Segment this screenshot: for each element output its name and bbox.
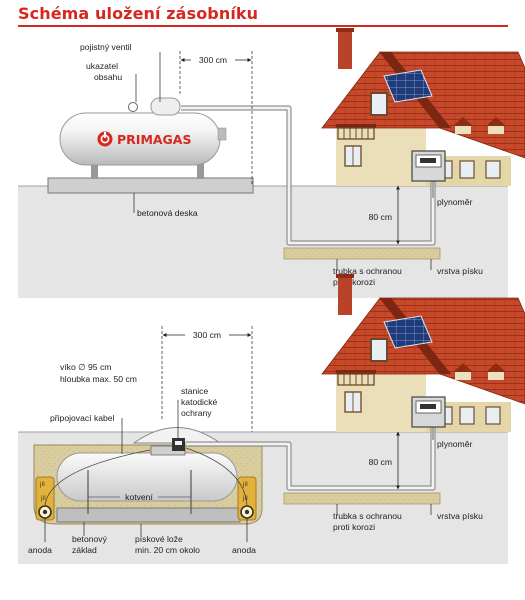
sand-layer-bottom (283, 492, 441, 505)
station-label-line1: stanice (181, 386, 208, 396)
sand-bed-label-line1: pískové lože (135, 534, 183, 544)
pipe-label-top-line1: trubka s ochranou (333, 266, 402, 276)
base-label-line1: betonový (72, 534, 108, 544)
anchoring-label: kotvení (125, 492, 153, 502)
depth-label-bottom: 80 cm (369, 457, 392, 467)
station-label-line2: katodické (181, 397, 218, 407)
bottom-diagram: jíl jíl jíl jíl 300 cm 80 cm víko ∅ 95 c… (18, 273, 525, 564)
distance-label-bottom: 300 cm (193, 330, 221, 340)
page-title: Schéma uložení zásobníku (18, 4, 259, 23)
tank-dome (150, 97, 181, 116)
tank-legs (91, 160, 204, 179)
sand-layer-label-bottom: vrstva písku (437, 511, 483, 521)
safety-valve-label: pojistný ventil (80, 42, 132, 52)
underground-tank (56, 452, 238, 502)
brand-name: PRIMAGAS (117, 132, 192, 147)
connecting-cables (44, 447, 248, 507)
title-underline (18, 25, 508, 27)
anode-left-label: anoda (28, 545, 52, 555)
clay-tag-right-2: jíl (242, 495, 248, 502)
gauge-label-line1: ukazatel (86, 61, 118, 71)
station-label-line3: ochrany (181, 408, 212, 418)
base-label-line2: základ (72, 545, 97, 555)
lid-label-line1: víko ∅ 95 cm (60, 362, 111, 372)
sand-layer-label-top: vrstva písku (437, 266, 483, 276)
gauge-label-line2: obsahu (94, 72, 122, 82)
tank-nozzle (217, 127, 227, 141)
anode-right-label: anoda (232, 545, 256, 555)
pipe-label-top-line2: proti korozi (333, 277, 375, 287)
clay-tag-left-1: jíl (39, 481, 45, 488)
lid-label-line2: hloubka max. 50 cm (60, 374, 137, 384)
distance-label-top: 300 cm (199, 55, 227, 65)
pipe-top (181, 105, 436, 246)
clay-tag-left-2: jíl (40, 495, 46, 502)
gauge-icon (128, 102, 138, 112)
cable-label: připojovací kabel (50, 413, 115, 423)
clay-tag-right-1: jíl (242, 481, 248, 488)
gas-meter-label-top: plynoměr (437, 197, 472, 207)
gas-meter-bottom (411, 396, 446, 428)
pipe-label-bottom-line2: proti korozi (333, 522, 375, 532)
pipe-bottom (186, 410, 436, 491)
sand-bed-label-line2: min. 20 cm okolo (135, 545, 200, 555)
concrete-slab (47, 177, 254, 194)
depth-label-top: 80 cm (369, 212, 392, 222)
gas-meter-label-bottom: plynoměr (437, 439, 472, 449)
anchoring-straps (87, 470, 192, 514)
gas-meter (411, 150, 446, 182)
concrete-slab-label: betonová deska (137, 208, 198, 218)
brand-logo: PRIMAGAS (97, 131, 192, 147)
concrete-base (56, 507, 241, 523)
cathodic-station-icon (172, 438, 185, 451)
pipe-label-bottom-line1: trubka s ochranou (333, 511, 402, 521)
top-diagram: PRIMAGAS 300 cm 80 cm pojistný ventil uk… (18, 27, 525, 298)
clay-tags: jíl jíl jíl jíl (39, 481, 248, 502)
sand-layer (283, 247, 441, 260)
